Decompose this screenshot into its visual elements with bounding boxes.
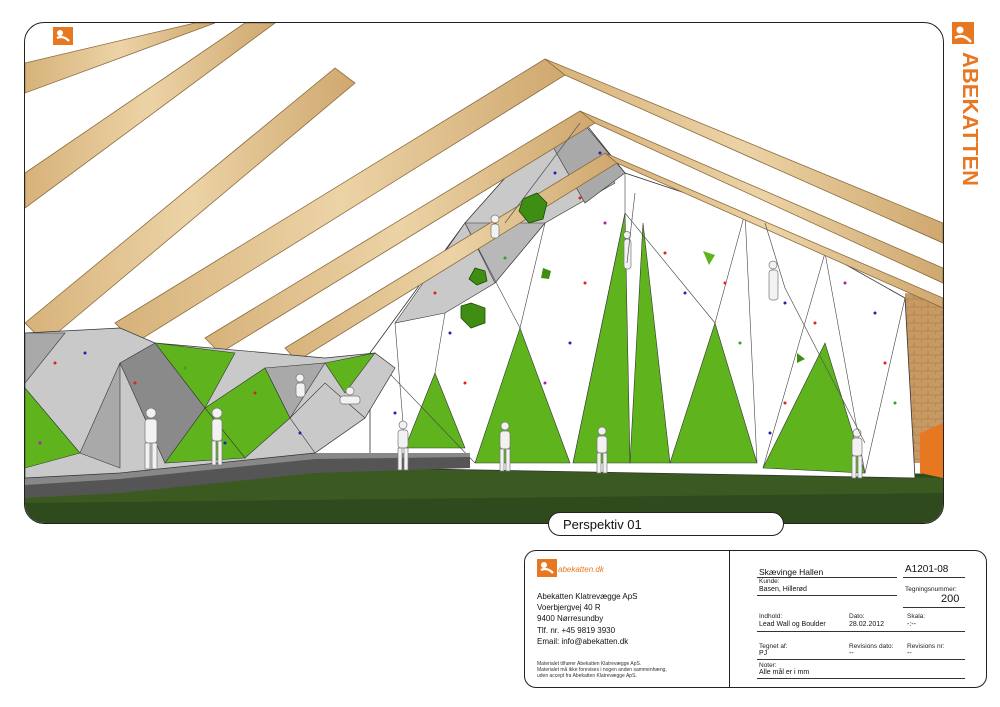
company-address1: Voerbjergvej 40 R: [537, 603, 601, 613]
notes-label: Noter:: [759, 662, 777, 669]
date-value: 28.02.2012: [849, 621, 885, 628]
revision-no-value: --: [907, 650, 912, 657]
perspective-drawing: [24, 22, 944, 524]
monkey-logo-icon: [53, 27, 73, 45]
drawing-number-value: 200: [941, 593, 960, 605]
notes-value: Alle mål er i mm: [759, 669, 810, 676]
website-text: abekatten.dk: [558, 565, 604, 574]
drawing-number-label: Tegningsnummer:: [905, 586, 957, 593]
brand-logo-vertical: ABEKATTEN: [952, 22, 978, 186]
customer-value: Basen, Hillerød: [759, 586, 807, 593]
boulder-wall: [25, 327, 396, 479]
project-name: Skævinge Hallen: [759, 567, 824, 577]
company-email: Email: info@abekatten.dk: [537, 636, 629, 646]
content-label: Indhold:: [759, 613, 783, 620]
company-name: Abekatten Klatrevægge ApS: [537, 592, 638, 601]
people: [144, 214, 863, 479]
company-phone: Tlf. nr. +45 9819 3930: [537, 625, 616, 635]
drawing-code: A1201-08: [905, 564, 949, 575]
disclaimer-line: Materialet må ikke forevises i nogen and…: [537, 667, 667, 673]
green-panel: [404, 372, 466, 449]
date-label: Dato:: [849, 613, 865, 620]
monkey-logo-icon: [537, 559, 557, 577]
revision-no-label: Revisions nr:: [907, 643, 945, 650]
disclaimer-line: Materialet tilhører Abekatten Klatrevægg…: [537, 661, 642, 667]
brand-name-vertical: ABEKATTEN: [958, 52, 978, 186]
content-value: Lead Wall og Boulder: [759, 621, 826, 628]
scale-value: -:--: [907, 621, 916, 628]
title-block: abekatten.dk Abekatten Klatrevægge ApS V…: [524, 550, 987, 688]
scale-label: Skala:: [907, 613, 926, 620]
climbing-wall-render: [25, 23, 943, 523]
view-caption: Perspektiv 01: [548, 512, 784, 536]
volume: [518, 192, 548, 224]
disclaimer-line: uden accept fra Abekatten Klatrevægge Ap…: [537, 673, 637, 679]
company-info: Abekatten Klatrevægge ApS Voerbjergvej 4…: [537, 591, 638, 647]
brick-wall: [905, 293, 943, 463]
drawn-by-label: Tegnet af:: [759, 643, 788, 650]
company-address2: 9400 Nørresundby: [537, 614, 604, 624]
revision-date-label: Revisions dato:: [849, 643, 894, 650]
disclaimer: Materialet tilhører Abekatten Klatrevægg…: [537, 661, 667, 679]
revision-date-value: --: [849, 650, 854, 657]
boulder-mat: [25, 455, 470, 498]
drawn-by-value: PJ: [759, 650, 768, 657]
customer-label: Kunde:: [759, 578, 780, 585]
